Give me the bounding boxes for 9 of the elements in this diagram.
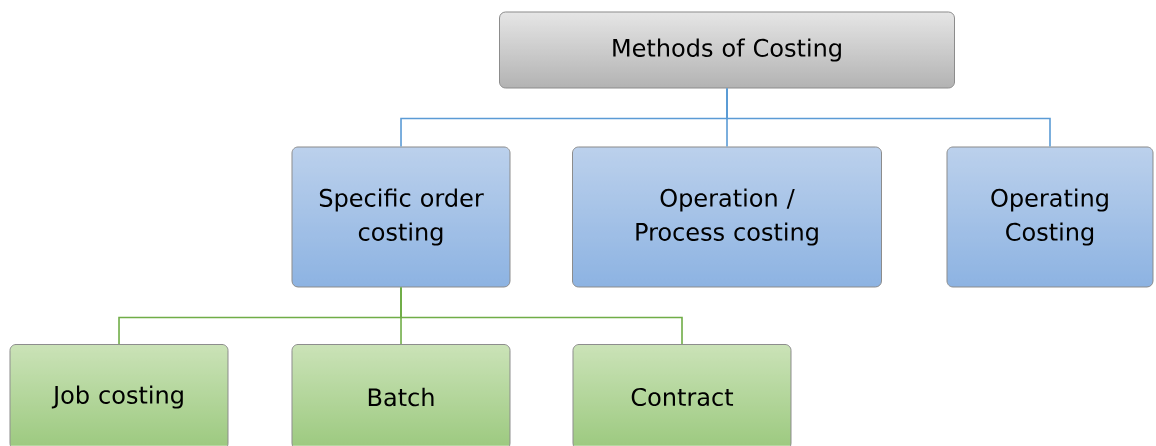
sub-method-box: Batch	[291, 344, 511, 446]
connector-line	[400, 286, 683, 345]
method-box: Operating Costing	[946, 146, 1154, 288]
method-box: Operation / Process costing	[572, 146, 882, 288]
method-box: Specific order costing	[291, 146, 511, 288]
sub-method-box: Job costing	[9, 344, 229, 446]
sub-method-box: Contract	[572, 344, 792, 446]
title-box: Methods of Costing	[499, 11, 955, 89]
connector-line	[726, 87, 1051, 148]
